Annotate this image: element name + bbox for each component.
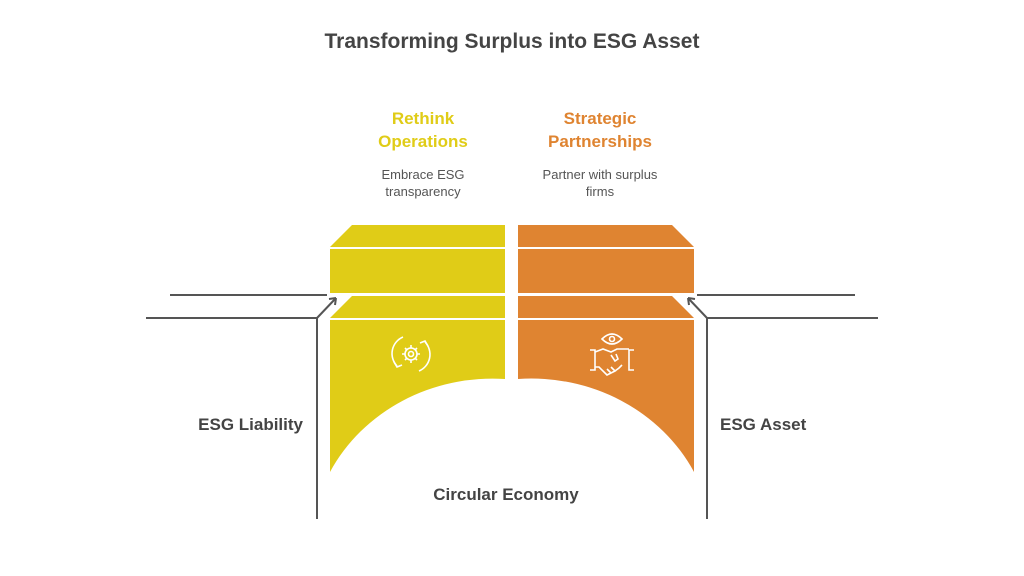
step-title-line: Rethink (391, 109, 455, 128)
rethink-operations-block (330, 225, 505, 472)
step-desc-line: firms (585, 184, 615, 199)
step-title-rethink-operations: Rethink Operations (323, 107, 523, 153)
step-desc-line: transparency (385, 184, 461, 199)
gear-cycle-icon (391, 336, 431, 372)
step-title-line: Operations (378, 132, 468, 151)
left-arrow-line (316, 297, 337, 319)
step-title-strategic-partnerships: Strategic Partnerships (500, 107, 700, 153)
right-arrow-line (687, 297, 708, 319)
handshake-eye-icon (590, 333, 634, 376)
step-desc-line: Embrace ESG (381, 167, 465, 182)
right-arrow-head (687, 297, 696, 306)
diagram-title: Transforming Surplus into ESG Asset (324, 30, 700, 53)
left-arrow-head (328, 297, 337, 306)
step-desc-rethink-operations: Embrace ESG transparency (323, 166, 523, 200)
step-title-line: Strategic (563, 109, 637, 128)
circular-economy-label: Circular Economy (433, 485, 579, 504)
step-title-line: Partnerships (548, 132, 652, 151)
esg-asset-label: ESG Asset (720, 415, 807, 434)
strategic-partnerships-block (518, 225, 694, 472)
esg-liability-label: ESG Liability (198, 415, 303, 434)
step-desc-strategic-partnerships: Partner with surplus firms (500, 166, 700, 200)
step-desc-line: Partner with surplus (542, 167, 658, 182)
